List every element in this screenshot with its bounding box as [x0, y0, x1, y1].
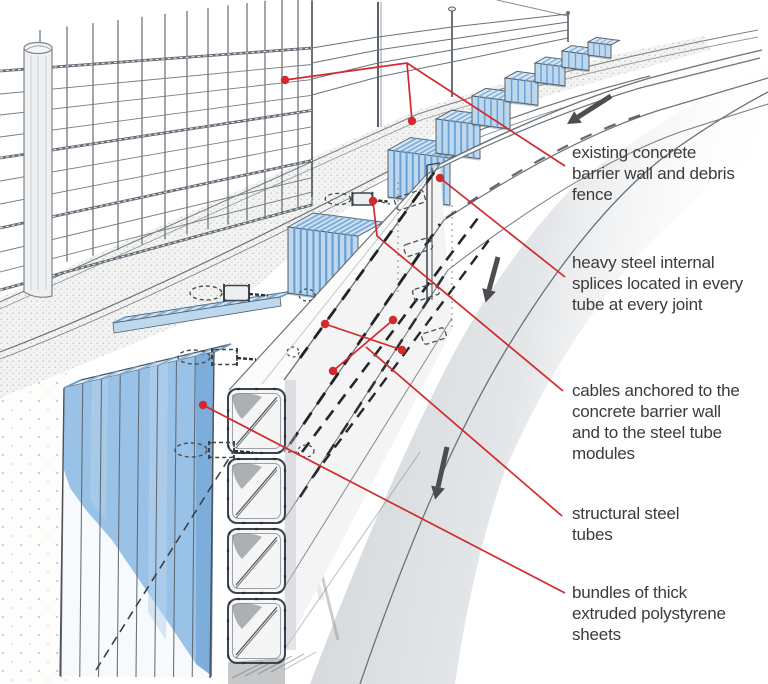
- label-cables: cables anchored to the concrete barrier …: [572, 381, 740, 463]
- label-bundles: bundles of thick extruded polystyrene sh…: [572, 583, 726, 644]
- label-existing-wall: existing concrete barrier wall and debri…: [572, 143, 735, 204]
- tube-stack-cross-section: [226, 380, 296, 684]
- polystyrene-modules: [112, 36, 621, 334]
- ground-texture: [0, 295, 317, 684]
- debris-fence: [0, 0, 570, 298]
- polystyrene-bundle-front: [59, 343, 234, 679]
- traffic-direction-arrows: [431, 93, 613, 500]
- label-splices: heavy steel internal splices located in …: [572, 253, 743, 314]
- red-leader-lines: [198, 62, 566, 594]
- label-tubes: structural steel tubes: [572, 504, 680, 544]
- guardrail-steel-tubes: [228, 49, 768, 652]
- cable-anchors: [174, 191, 391, 459]
